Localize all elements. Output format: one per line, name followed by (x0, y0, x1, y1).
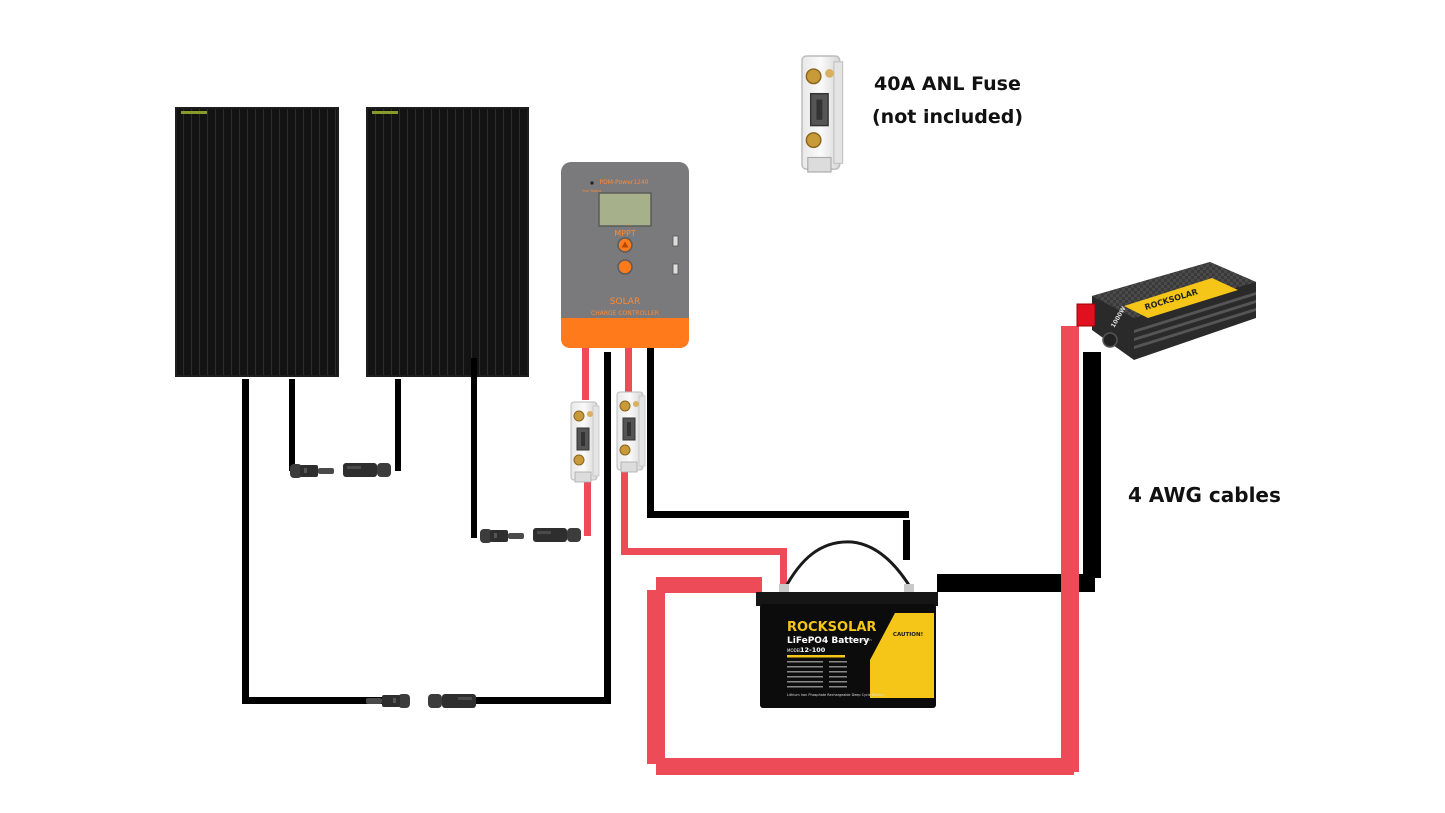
inverter: ROCKSOLAR 1000W (1076, 262, 1256, 360)
mc4-connector-pair-2 (480, 528, 581, 543)
positive-wires (582, 326, 1079, 775)
cable-label: 4 AWG cables (1128, 483, 1281, 507)
wire-panel1-lead (242, 379, 249, 704)
wire-bottom-right (445, 697, 611, 704)
usb-port-2 (672, 263, 679, 275)
controller-model: PDM-Power1240 (600, 179, 649, 186)
mc4-connector-pair-1 (290, 463, 391, 478)
wire-pv-pos-to-connector (584, 476, 591, 536)
inverter-fins (1134, 292, 1256, 349)
model-prefix: MODEL: (787, 648, 803, 653)
controller-subtitle: CHARGE CONTROLLER (591, 310, 659, 317)
wire-panel1-series (289, 379, 295, 471)
battery-footer: Lithium Iron Phosphate Rechargeable Deep… (787, 693, 885, 697)
legend-fuse-icon (801, 55, 844, 173)
wire-panel2-series (395, 379, 401, 471)
set-button[interactable] (617, 259, 633, 275)
spec-bar (787, 655, 845, 658)
battery-capacity: 12.8V 100Ah (849, 638, 872, 642)
battery-model: 12-100 (800, 646, 826, 654)
charge-controller: Run Status PDM-Power1240 MPPT SOLAR CHAR… (561, 162, 689, 348)
battery-handle (782, 540, 914, 591)
wire-batt-pos-down (621, 455, 628, 555)
negative-terminal (904, 584, 914, 592)
run-indicator-icon (590, 181, 594, 185)
wire-neg-to-battery (903, 520, 910, 560)
spec-lines (787, 661, 847, 688)
positive-terminal-cap (1076, 303, 1096, 327)
solar-panel-2 (366, 107, 529, 377)
wire-controller-pv-pos (582, 338, 589, 400)
wire-loop-left (647, 590, 665, 764)
wire-batt-inverter-neg (937, 574, 1095, 592)
inline-fuse-battery (616, 391, 646, 473)
panel-brand-strip (372, 111, 398, 114)
wire-inverter-neg (1083, 352, 1101, 578)
usb-port-1 (672, 235, 679, 247)
arrow-up-icon (621, 241, 629, 248)
wire-panel2-lead (471, 358, 477, 538)
inline-fuse-pv (570, 401, 600, 483)
battery-brand: ROCKSOLAR (787, 620, 876, 635)
positive-terminal (779, 584, 789, 592)
fuse-note: (not included) (872, 106, 1024, 128)
mode-label: MPPT (614, 229, 636, 238)
battery: CAUTION! ROCKSOLAR LiFePO4 Battery 12.8V… (756, 540, 938, 708)
battery-lid (756, 592, 938, 606)
lcd-screen (598, 192, 652, 227)
mc4-connector-pair-3 (366, 694, 476, 708)
wire-controller-batt-pos (625, 337, 632, 397)
controller-orange-base (561, 318, 689, 348)
wire-loop-top (656, 577, 762, 593)
wire-loop-bottom (656, 758, 1074, 775)
panel-brand-strip (181, 111, 207, 114)
solar-panel-1 (175, 107, 339, 377)
negative-wires (242, 343, 1101, 704)
wire-neg-horizontal (647, 511, 909, 518)
wire-controller-pv-neg (604, 352, 611, 704)
wire-batt-pos-horizontal (621, 548, 787, 555)
caution-panel (870, 613, 934, 698)
battery-type: LiFePO4 Battery (787, 636, 869, 646)
wire-bottom-left (242, 697, 382, 704)
inverter-label-strip (1124, 278, 1238, 318)
wire-inverter-pos (1061, 326, 1079, 772)
negative-terminal (1102, 332, 1118, 348)
controller-title: SOLAR (610, 297, 640, 307)
wire-controller-batt-neg (647, 343, 654, 515)
indicator-label: Run Status (583, 189, 602, 193)
caution-label: CAUTION! (893, 632, 923, 638)
wire-batt-pos-terminal (780, 548, 787, 592)
fuse-label: 40A ANL Fuse (874, 73, 1021, 95)
